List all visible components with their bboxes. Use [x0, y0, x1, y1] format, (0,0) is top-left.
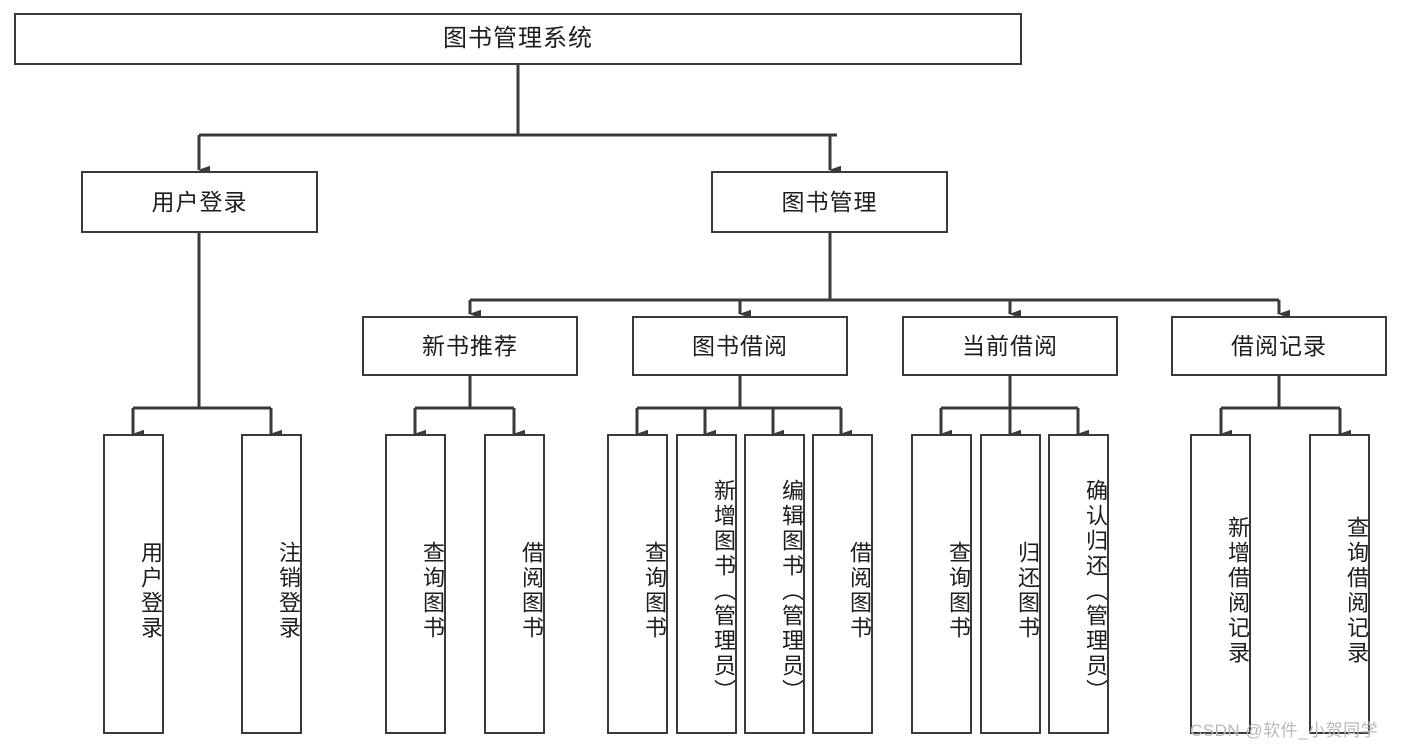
node-root-book-management-system[interactable]: 图书管理系统 [14, 13, 1022, 65]
leaf-confirm-return-admin[interactable]: 确认归还（管理员） [1048, 434, 1109, 734]
leaf-borrow-book-recommend[interactable]: 借阅图书 [484, 434, 545, 734]
leaf-borrow-book-borrow[interactable]: 借阅图书 [812, 434, 873, 734]
node-current-borrow[interactable]: 当前借阅 [902, 316, 1118, 376]
node-new-book-recommend[interactable]: 新书推荐 [362, 316, 578, 376]
leaf-add-book-admin[interactable]: 新增图书（管理员） [676, 434, 737, 734]
leaf-query-book-current[interactable]: 查询图书 [911, 434, 972, 734]
leaf-user-logout[interactable]: 注销登录 [241, 434, 302, 734]
leaf-query-borrow-record[interactable]: 查询借阅记录 [1309, 434, 1370, 734]
node-borrow-record[interactable]: 借阅记录 [1171, 316, 1387, 376]
leaf-edit-book-admin[interactable]: 编辑图书（管理员） [744, 434, 805, 734]
node-user-login[interactable]: 用户登录 [81, 171, 318, 233]
node-book-management[interactable]: 图书管理 [711, 171, 948, 233]
leaf-add-borrow-record[interactable]: 新增借阅记录 [1190, 434, 1251, 734]
leaf-return-book[interactable]: 归还图书 [980, 434, 1041, 734]
node-book-borrow[interactable]: 图书借阅 [632, 316, 848, 376]
leaf-user-login[interactable]: 用户登录 [103, 434, 164, 734]
leaf-query-book-recommend[interactable]: 查询图书 [385, 434, 446, 734]
leaf-query-book-borrow[interactable]: 查询图书 [607, 434, 668, 734]
